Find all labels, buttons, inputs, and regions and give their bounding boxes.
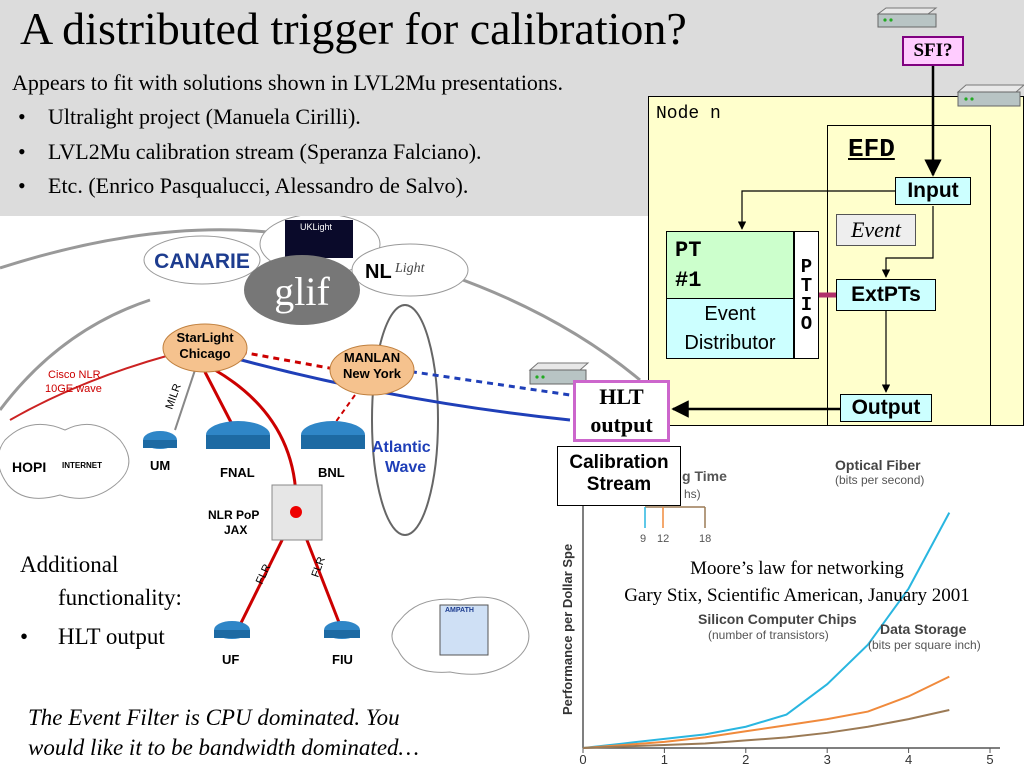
link-line xyxy=(399,368,571,397)
router-icon xyxy=(214,621,250,639)
svg-text:UF: UF xyxy=(222,652,239,667)
svg-text:HOPI: HOPI xyxy=(12,459,46,475)
series-sub: (bits per square inch) xyxy=(868,638,981,652)
svg-text:AMPATH: AMPATH xyxy=(445,607,474,614)
x-tick-label: 2 xyxy=(742,752,749,767)
legend-tick: 18 xyxy=(699,533,711,545)
svg-text:NLR PoP: NLR PoP xyxy=(208,508,259,522)
output-box: Output xyxy=(840,394,932,422)
bullet-item: •LVL2Mu calibration stream (Speranza Fal… xyxy=(18,139,482,164)
calibration-stream-box: Calibration Stream xyxy=(557,446,681,506)
svg-text:MANLAN: MANLAN xyxy=(344,350,400,365)
series-line xyxy=(582,512,951,749)
x-tick-label: 3 xyxy=(824,752,831,767)
network-map: CANARIE UKLight NL Light glif HOPI INTER… xyxy=(0,216,641,675)
svg-text:UM: UM xyxy=(150,458,170,473)
pt-box: PT #1 xyxy=(666,231,794,299)
link-line xyxy=(329,394,356,431)
efd-label: EFD xyxy=(848,134,895,164)
network-switch-icon xyxy=(876,7,938,28)
canarie-cloud xyxy=(143,235,261,285)
cpu-note: The Event Filter is CPU dominated. You w… xyxy=(28,705,419,760)
sfi-box: SFI? xyxy=(902,36,964,66)
x-tick-label: 5 xyxy=(986,752,993,767)
svg-text:INTERNET: INTERNET xyxy=(62,461,102,470)
nlr-pop-dot xyxy=(290,506,302,518)
x-tick-label: 4 xyxy=(905,752,912,767)
network-switch-icon xyxy=(956,84,1024,107)
router-icon xyxy=(301,421,365,449)
additional-functionality: Additional functionality: xyxy=(20,552,182,610)
ptio-box: P T I O xyxy=(794,231,819,359)
series-sub: (bits per second) xyxy=(835,473,924,487)
svg-text:FNAL: FNAL xyxy=(220,465,255,480)
network-switch-icon xyxy=(528,362,590,385)
link-line xyxy=(229,348,341,372)
node-label: Node n xyxy=(656,104,721,124)
arrow-input-extpts xyxy=(881,206,934,278)
legend-tick: 9 xyxy=(640,533,646,545)
svg-text:StarLight: StarLight xyxy=(176,330,234,345)
additional-item: •HLT output xyxy=(20,624,165,649)
svg-text:Cisco NLR: Cisco NLR xyxy=(48,369,101,381)
svg-text:glif: glif xyxy=(274,269,330,314)
series-label: Silicon Computer Chips xyxy=(698,611,857,627)
nl-light-cloud xyxy=(351,243,469,297)
svg-text:Light: Light xyxy=(394,261,426,276)
chart-ylabel: Performance per Dollar Spe xyxy=(560,544,575,715)
ring-line xyxy=(0,298,151,411)
x-tick-label: 1 xyxy=(661,752,668,767)
uklight-logo xyxy=(285,220,353,258)
atlantic-wave-ellipse xyxy=(371,304,439,536)
legend-title: g Time xyxy=(682,468,727,484)
link-line xyxy=(9,354,171,421)
router-icon xyxy=(206,421,270,449)
efd-box xyxy=(827,125,991,426)
input-box: Input xyxy=(895,177,971,205)
svg-text:Chicago: Chicago xyxy=(179,346,230,361)
hopi-cloud xyxy=(0,423,130,499)
slide-title: A distributed trigger for calibration? xyxy=(20,3,687,54)
bullet-item: •Etc. (Enrico Pasqualucci, Alessandro de… xyxy=(18,173,469,198)
svg-text:10GE wave: 10GE wave xyxy=(45,383,102,395)
svg-text:NL: NL xyxy=(365,261,392,283)
hlt-output-box: HLT output xyxy=(573,380,670,442)
svg-text:Wave: Wave xyxy=(385,459,426,476)
event-distributor-box: Event Distributor xyxy=(666,298,794,359)
ampath-logo xyxy=(439,604,489,656)
link-line xyxy=(174,369,196,431)
svg-text:UKLight: UKLight xyxy=(300,222,333,232)
link-line xyxy=(203,371,237,431)
extpts-box: ExtPTs xyxy=(836,279,936,311)
arrow-input-pt xyxy=(737,190,895,230)
router-icon xyxy=(143,431,177,449)
router-icon xyxy=(324,621,360,639)
intro-text: Appears to fit with solutions shown in L… xyxy=(12,70,563,95)
series-line xyxy=(582,675,950,749)
svg-text:FIU: FIU xyxy=(332,652,353,667)
bullet-item: •Ultralight project (Manuela Cirilli). xyxy=(18,104,361,129)
canarie-logo: CANARIE xyxy=(154,250,250,273)
x-tick-label: 0 xyxy=(579,752,586,767)
legend-sub: hs) xyxy=(684,487,701,501)
svg-text:Atlantic: Atlantic xyxy=(372,439,431,456)
series-sub: (number of transistors) xyxy=(708,628,829,642)
series-label: Data Storage xyxy=(880,621,967,637)
legend-tick: 12 xyxy=(657,533,669,545)
glif-logo xyxy=(244,255,360,325)
chart-caption: Moore’s law for networking Gary Stix, Sc… xyxy=(624,558,970,606)
manlan-node xyxy=(329,344,415,396)
svg-text:New York: New York xyxy=(343,366,402,381)
svg-text:JAX: JAX xyxy=(224,523,247,537)
starlight-node xyxy=(162,323,248,373)
svg-text:BNL: BNL xyxy=(318,465,345,480)
series-label: Optical Fiber xyxy=(835,457,921,473)
event-box: Event xyxy=(836,214,916,246)
series-line xyxy=(582,709,950,749)
